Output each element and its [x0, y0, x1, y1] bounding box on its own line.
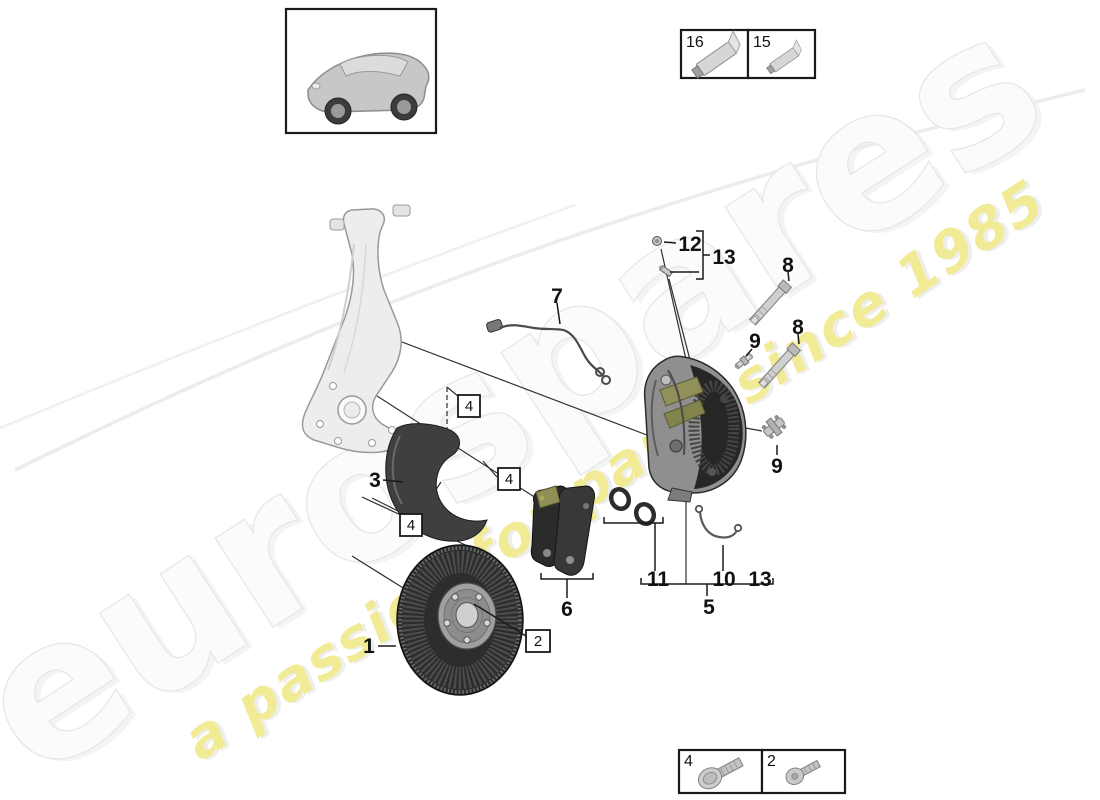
callout-box-2[interactable]: 2: [525, 629, 551, 653]
callout-12[interactable]: 12: [678, 233, 701, 256]
callout-8a[interactable]: 8: [782, 254, 794, 277]
kit-box-screw-4-label: 4: [684, 753, 693, 770]
callout-3[interactable]: 3: [369, 469, 381, 492]
brake-hose-drawing: [694, 504, 743, 539]
watermark-swoosh: [14, 88, 1086, 472]
callout-9a[interactable]: 9: [749, 330, 761, 353]
kit-box-16: 16: [679, 28, 750, 80]
callout-box-4b[interactable]: 4: [497, 467, 521, 491]
callout-5[interactable]: 5: [703, 596, 715, 619]
callout-4a-label[interactable]: 4: [465, 398, 473, 415]
kit-box-screw-4: 4: [677, 748, 764, 795]
callouts: 1 3 5 6 7 8 8 9 9 10 11 12 13 13: [363, 233, 804, 658]
callout-11[interactable]: 11: [647, 568, 670, 591]
kit-box-15: 15: [746, 28, 817, 80]
callout-7[interactable]: 7: [551, 285, 563, 308]
pan-head-screw-icon: [697, 757, 744, 790]
nut-drawing: [652, 236, 662, 246]
kit-box-screw-2-label: 2: [767, 753, 776, 770]
callout-2-label[interactable]: 2: [534, 633, 542, 650]
retainer-clip-drawing: [761, 415, 787, 439]
brake-disc-drawing: [396, 544, 524, 696]
brake-cover-plate-drawing: [385, 423, 488, 542]
macan-suv-illustration: [307, 52, 430, 125]
callout-8b[interactable]: 8: [792, 316, 804, 339]
guide-bolt-drawing: [748, 279, 793, 326]
grease-tube-small-icon: [766, 39, 802, 75]
callout-6[interactable]: 6: [561, 598, 573, 621]
kit-box-15-label: 15: [753, 34, 771, 51]
leader-lines: [378, 230, 800, 647]
kit-box-16-label: 16: [686, 34, 704, 51]
callout-4c-label[interactable]: 4: [407, 517, 415, 534]
callout-9b[interactable]: 9: [771, 455, 783, 478]
grease-tube-large-icon: [691, 29, 741, 79]
wear-sensor-wire-drawing: [486, 319, 611, 385]
brake-pads-drawing: [530, 485, 595, 576]
steering-knuckle-drawing: [301, 204, 411, 454]
callout-4b-label[interactable]: 4: [505, 471, 513, 488]
guide-bolt-drawing-2: [757, 342, 802, 389]
pin-drawing: [658, 264, 674, 278]
brake-caliper-drawing: [643, 355, 747, 503]
callout-1[interactable]: 1: [363, 635, 375, 658]
vehicle-thumbnail-box: [284, 7, 438, 135]
callout-box-4c[interactable]: 4: [399, 513, 423, 537]
watermark-swoosh-2: [0, 203, 576, 430]
bleeder-valve-drawing: [734, 352, 754, 370]
kit-box-screw-2: 2: [760, 748, 847, 795]
countersunk-screw-icon: [785, 759, 821, 786]
callout-13b[interactable]: 13: [748, 568, 771, 591]
callout-box-4a[interactable]: 4: [457, 394, 481, 418]
callout-13a[interactable]: 13: [712, 246, 735, 269]
callout-10[interactable]: 10: [712, 568, 735, 591]
